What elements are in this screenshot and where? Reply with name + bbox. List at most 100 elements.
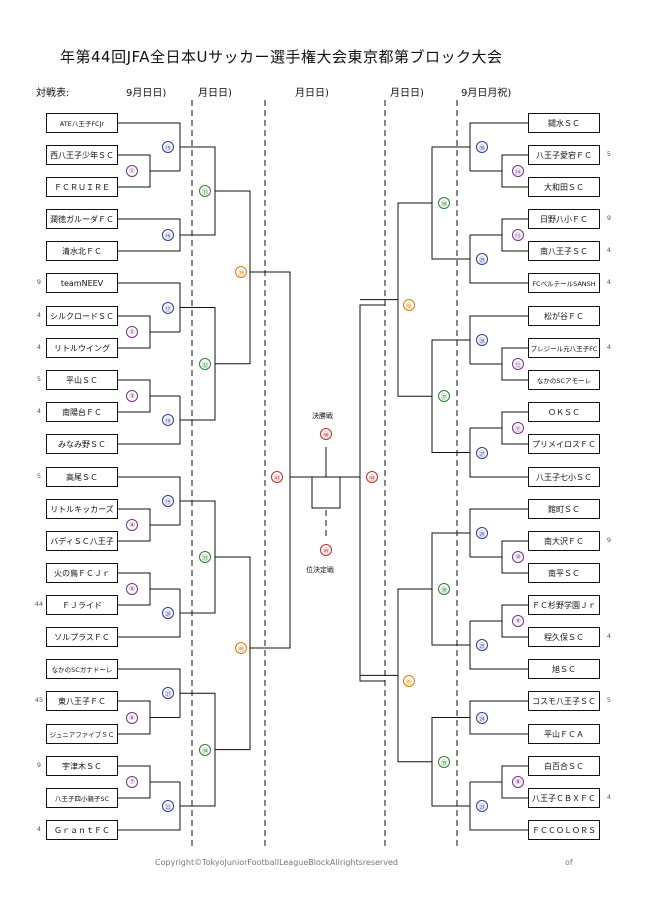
seed-left-7: 44 [34,600,44,608]
match-28: ㉘ [476,334,488,346]
right-team-16: ＦＣ杉野学園Ｊｒ [528,595,600,615]
seed-left-9: 9 [36,761,42,769]
right-team-9: なかのSCアモーレ [528,370,600,390]
third-place-label: 位決定戦 [306,566,334,574]
seed-right-7: 4 [606,632,612,640]
right-team-7: 松が谷ＦＣ [528,306,600,326]
right-team-3: 大和田ＳＣ [528,177,600,197]
page-title: 年第44回JFA全日本Uサッカー選手権大会東京都第ブロック大会 [60,48,503,66]
match-26: ㉖ [476,527,488,539]
match-6: ⑥ [126,711,138,724]
right-team-11: プリメイロスＦＣ [528,434,600,454]
left-team-2: 西八王子少年ＳＣ [46,145,118,165]
left-team-10: 南陽台ＦＣ [46,402,118,422]
left-team-19: 東八王子ＦＣ [46,691,118,711]
left-team-3: ＦＣＲＵＩＲＥ [46,177,118,197]
header-round-2-right: 月日日) [390,88,424,99]
left-team-13: リトルキッカーズ [46,499,118,519]
match-9: ⑨ [512,615,524,627]
left-team-9: 平山ＳＣ [46,370,118,390]
right-team-2: 八王子愛宕ＦＣ [528,145,600,165]
seed-right-1: 5 [606,150,612,158]
match-17: ⑰ [162,301,174,314]
match-40: ㊵ [235,642,247,654]
seed-left-4: 5 [36,375,42,383]
match-11: ⑪ [512,422,524,434]
match-22: ㉒ [162,800,174,812]
match-5: ⑤ [126,583,138,595]
left-team-16: ＦＪライド [46,595,118,615]
copyright-footer: Copyright©TokyoJuniorFootballLeagueBlock… [155,858,398,867]
left-team-23: ＧｒａｎｔＦＣ [46,820,118,840]
right-team-22: 八王子ＣＢＸＦＣ [528,788,600,808]
match-1: ① [126,165,138,177]
seed-right-4: 4 [606,278,612,286]
left-team-11: みなみ野ＳＣ [46,434,118,454]
left-team-18: なかのSCガナドーレ [46,659,118,679]
match-41: ㊶ [403,675,415,687]
match-33: ㉝ [199,551,211,563]
left-team-17: ソルプラスＦＣ [46,627,118,647]
match-8: ⑧ [512,776,524,788]
right-team-8: プレジール元八王子FC [528,338,600,358]
header-taisen: 対戦表: [36,88,70,99]
page-of: of [565,858,573,867]
right-team-12: 八王子七小ＳＣ [528,467,600,487]
match-36: ㊱ [438,583,450,595]
seed-right-3: 4 [606,246,612,254]
match-31: ㉛ [199,185,211,197]
right-team-23: ＦＣＣＯＬＯＲＳ [528,820,600,840]
right-team-20: 平山ＦＣＡ [528,724,600,744]
match-38: ㊳ [438,197,450,209]
left-team-8: リトルウイング [46,338,118,358]
left-team-7: シルクロードＳＣ [46,306,118,326]
right-team-21: 白百合ＳＣ [528,756,600,776]
left-team-6: teamNEEV [46,273,118,293]
left-team-1: ATE八王子FCJr [46,113,118,133]
match-13: ⑬ [512,229,524,241]
right-team-13: 館町ＳＣ [528,499,600,519]
seed-left-5: 4 [36,407,42,415]
match-34: ㉞ [199,743,211,756]
left-team-22: 八王子四小親子SC [46,788,118,808]
match-19: ⑲ [162,495,174,507]
right-team-19: コスモ八王子ＳＣ [528,691,600,711]
left-team-21: 宇津木ＳＣ [46,756,118,776]
right-team-6: FCベルテールSANSH [528,273,600,293]
match-37: ㊲ [438,390,450,403]
match-45: ㊺ [320,544,332,556]
match-43: ㊸ [271,471,283,483]
seed-left-8: 45 [34,696,44,704]
match-23: ㉓ [476,800,488,812]
match-27: ㉗ [476,446,488,459]
header-round-2-left: 月日日) [198,88,232,99]
match-18: ⑱ [162,414,174,426]
right-team-5: 南八王子ＳＣ [528,241,600,261]
match-46: ㊻ [320,428,332,440]
header-round-1-left: 9月日日) [126,88,167,99]
left-team-20: ジュニアファイブＳＣ [46,724,118,744]
right-team-17: 程久保ＳＣ [528,627,600,647]
match-10: ⑩ [512,551,524,563]
match-39: ㊴ [235,266,247,278]
seed-right-8: 5 [606,696,612,704]
match-32: ㉜ [199,357,211,370]
left-team-14: バディＳＣ八王子 [46,531,118,551]
left-team-5: 清水北ＦＣ [46,241,118,261]
left-team-12: 高尾ＳＣ [46,467,118,487]
match-30: ㉚ [476,141,488,153]
match-16: ⑯ [162,229,174,241]
seed-left-10: 4 [36,825,42,833]
seed-right-9: 4 [606,793,612,801]
match-15: ⑮ [162,141,174,153]
right-team-10: ＯＫＳＣ [528,402,600,422]
match-20: ⑳ [162,607,174,619]
match-2: ② [126,326,138,338]
seed-right-5: 4 [606,343,612,351]
header-round-final: 月日日) [295,88,329,99]
final-label: 決勝戦 [312,412,333,420]
match-42: ㊷ [403,299,415,311]
match-35: ㉟ [438,755,450,768]
